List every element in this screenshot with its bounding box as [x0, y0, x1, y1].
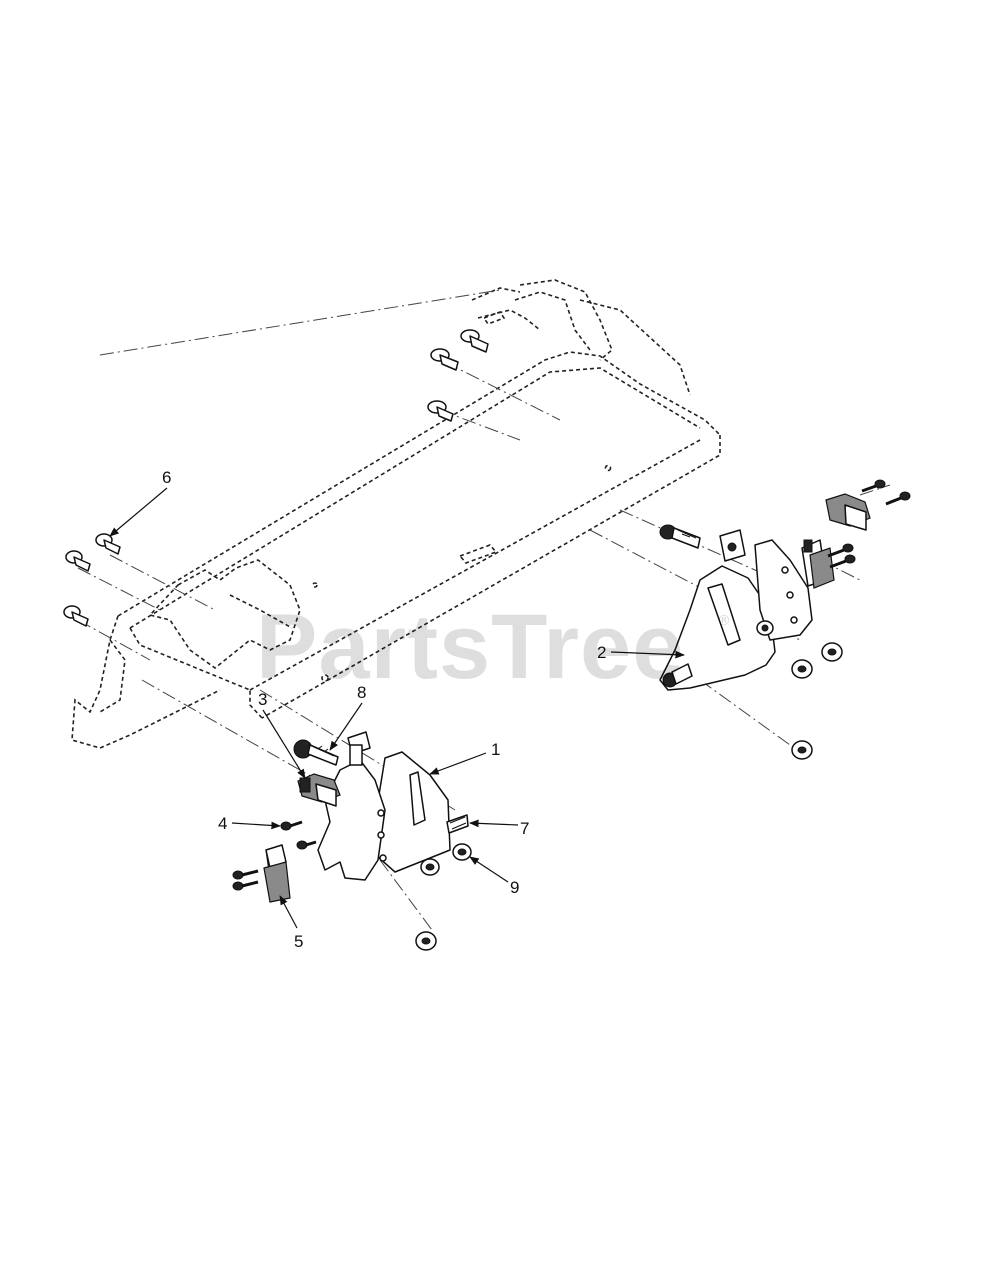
callout-6: 6 — [162, 468, 171, 487]
callout-5: 5 — [294, 932, 303, 951]
leader-lines — [109, 487, 685, 929]
callout-2: 2 — [597, 643, 606, 662]
bracket-2 — [659, 565, 776, 691]
screw — [296, 840, 317, 850]
screw-4 — [280, 820, 303, 831]
callout-1: 1 — [491, 740, 500, 759]
watermark-text: PartsTree — [256, 596, 684, 698]
screw — [827, 543, 854, 558]
flange-nut — [420, 858, 440, 876]
screw — [232, 869, 259, 880]
flange-nut — [415, 931, 437, 951]
screw — [232, 880, 259, 891]
flange-nut-9 — [452, 843, 472, 861]
callout-7: 7 — [520, 819, 529, 838]
connector-5 — [263, 844, 291, 903]
callout-9: 9 — [510, 878, 519, 897]
switch-3 — [297, 773, 341, 807]
callout-8: 8 — [357, 683, 366, 702]
flange-nut — [756, 620, 774, 636]
mower-frame — [71, 279, 721, 749]
hex-bolt-8 — [293, 739, 339, 766]
flange-nut — [791, 659, 813, 679]
right-bracket-assembly — [659, 479, 911, 760]
watermark: PartsTree ® — [256, 596, 731, 698]
bolt-7 — [446, 814, 469, 834]
flange-nut — [821, 642, 843, 662]
watermark-registered-mark: ® — [717, 613, 731, 629]
screw — [861, 479, 886, 493]
flange-nut — [791, 740, 813, 760]
switch-connector — [801, 539, 835, 589]
carriage-bolt — [65, 550, 91, 572]
callout-labels: 1 2 3 4 5 6 7 8 9 — [162, 468, 606, 951]
screw — [885, 491, 911, 506]
carriage-bolt — [430, 348, 459, 371]
callout-3: 3 — [258, 690, 267, 709]
left-bracket-assembly — [232, 731, 472, 951]
carriage-bolt-6 — [95, 533, 121, 555]
hex-bolt — [659, 524, 701, 549]
hex-bolt — [662, 663, 693, 688]
carriage-bolts — [63, 329, 489, 627]
callout-4: 4 — [218, 814, 227, 833]
switch — [825, 493, 871, 531]
carriage-bolt — [427, 400, 454, 422]
screw — [829, 554, 856, 569]
carriage-bolt — [460, 329, 489, 353]
carriage-bolt — [63, 605, 89, 627]
